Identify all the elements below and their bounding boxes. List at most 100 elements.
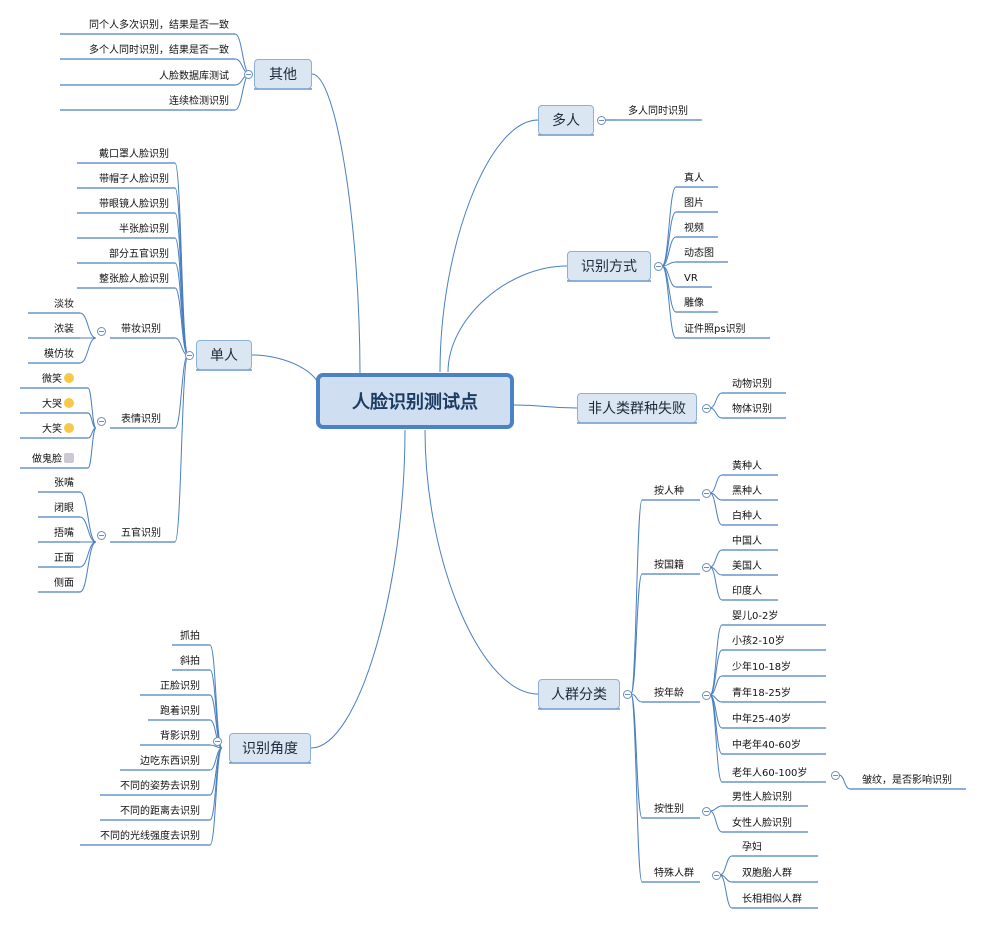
topic-label[interactable]: 黑种人: [732, 485, 762, 499]
topic-label[interactable]: 部分五官识别: [109, 248, 169, 262]
topic-label[interactable]: 正脸识别: [160, 680, 200, 694]
topic-label[interactable]: 连续检测识别: [169, 95, 229, 109]
topic-label[interactable]: 整张脸人脸识别: [99, 273, 169, 287]
category-node[interactable]: 人群分类: [538, 679, 620, 709]
topic-label[interactable]: 捂嘴: [54, 527, 74, 541]
topic-label[interactable]: 物体识别: [732, 403, 772, 417]
topic-label[interactable]: 女性人脸识别: [732, 817, 792, 831]
topic-label[interactable]: 带眼镜人脸识别: [99, 198, 169, 212]
topic-label[interactable]: 多人同时识别: [628, 105, 688, 119]
topic-label[interactable]: 特殊人群: [654, 867, 694, 881]
topic-label[interactable]: 真人: [684, 172, 704, 186]
collapse-toggle-icon[interactable]: [701, 690, 711, 700]
topic-label[interactable]: 表情识别: [121, 413, 161, 427]
category-node[interactable]: 识别角度: [229, 733, 311, 763]
topic-text: 不同的姿势去识别: [120, 781, 200, 792]
category-node[interactable]: 其他: [254, 59, 312, 89]
topic-label[interactable]: 不同的姿势去识别: [120, 780, 200, 794]
topic-label[interactable]: 闭眼: [54, 502, 74, 516]
topic-label[interactable]: 孕妇: [742, 841, 762, 855]
topic-label[interactable]: 侧面: [54, 577, 74, 591]
category-node[interactable]: 识别方式: [567, 251, 651, 281]
topic-label[interactable]: 中老年40-60岁: [732, 739, 801, 753]
topic-label[interactable]: 美国人: [732, 560, 762, 574]
topic-label[interactable]: 戴口罩人脸识别: [99, 148, 169, 162]
topic-label[interactable]: 同个人多次识别，结果是否一致: [89, 19, 229, 33]
collapse-toggle-icon[interactable]: [622, 689, 632, 699]
collapse-toggle-icon[interactable]: [243, 69, 253, 79]
topic-label[interactable]: 抓拍: [180, 630, 200, 644]
topic-label[interactable]: 按性别: [654, 803, 684, 817]
topic-label[interactable]: 浓装: [54, 323, 74, 337]
collapse-toggle-icon[interactable]: [184, 350, 194, 360]
topic-label[interactable]: 五官识别: [121, 527, 161, 541]
topic-label[interactable]: 多个人同时识别，结果是否一致: [89, 44, 229, 58]
topic-label[interactable]: 按人种: [654, 485, 684, 499]
topic-label[interactable]: 老年人60-100岁: [732, 767, 807, 781]
topic-label[interactable]: 印度人: [732, 585, 762, 599]
collapse-toggle-icon[interactable]: [701, 562, 711, 572]
topic-label[interactable]: 皱纹，是否影响识别: [862, 774, 952, 788]
collapse-toggle-icon[interactable]: [830, 770, 840, 780]
root-topic[interactable]: 人脸识别测试点: [316, 373, 514, 429]
topic-label[interactable]: 大笑: [42, 423, 74, 437]
topic-label[interactable]: 斜拍: [180, 655, 200, 669]
collapse-toggle-icon[interactable]: [96, 326, 106, 336]
collapse-toggle-icon[interactable]: [701, 806, 711, 816]
collapse-toggle-icon[interactable]: [653, 261, 663, 271]
topic-label[interactable]: 图片: [684, 197, 704, 211]
topic-label[interactable]: 跑着识别: [160, 705, 200, 719]
category-node[interactable]: 单人: [196, 340, 252, 370]
topic-label[interactable]: 不同的距离去识别: [120, 805, 200, 819]
connector: [234, 33, 251, 75]
topic-label[interactable]: 男性人脸识别: [732, 791, 792, 805]
topic-label[interactable]: 证件照ps识别: [684, 323, 746, 337]
topic-label[interactable]: 人脸数据库测试: [159, 70, 229, 84]
topic-label[interactable]: 青年18-25岁: [732, 687, 791, 701]
collapse-toggle-icon[interactable]: [701, 488, 711, 498]
collapse-toggle-icon[interactable]: [701, 403, 711, 413]
topic-label[interactable]: 不同的光线强度去识别: [100, 830, 200, 844]
topic-label[interactable]: 大哭: [42, 398, 74, 412]
connector: [630, 573, 643, 695]
collapse-toggle-icon[interactable]: [212, 736, 222, 746]
topic-label[interactable]: 白种人: [732, 510, 762, 524]
topic-label[interactable]: 模仿妆: [44, 348, 74, 362]
topic-label[interactable]: 黄种人: [732, 460, 762, 474]
topic-label[interactable]: 双胞胎人群: [742, 867, 792, 881]
collapse-toggle-icon[interactable]: [96, 530, 106, 540]
topic-label[interactable]: 做鬼脸: [32, 453, 74, 467]
connector: [630, 499, 643, 695]
topic-label[interactable]: 少年10-18岁: [732, 661, 791, 675]
topic-label[interactable]: 雕像: [684, 297, 704, 311]
topic-text: 黑种人: [732, 486, 762, 497]
topic-label[interactable]: 正面: [54, 552, 74, 566]
collapse-toggle-icon[interactable]: [711, 870, 721, 880]
topic-label[interactable]: VR: [684, 272, 698, 286]
topic-label[interactable]: 视频: [684, 222, 704, 236]
topic-label[interactable]: 边吃东西识别: [140, 755, 200, 769]
connector: [661, 236, 677, 267]
topic-label[interactable]: 动态图: [684, 247, 714, 261]
topic-label[interactable]: 背影识别: [160, 730, 200, 744]
topic-label[interactable]: 带妆识别: [121, 323, 161, 337]
topic-label[interactable]: 按国籍: [654, 559, 684, 573]
topic-text: 连续检测识别: [169, 96, 229, 107]
topic-label[interactable]: 中年25-40岁: [732, 713, 791, 727]
category-node[interactable]: 多人: [538, 105, 594, 135]
collapse-toggle-icon[interactable]: [596, 115, 606, 125]
topic-text: 印度人: [732, 586, 762, 597]
topic-label[interactable]: 半张脸识别: [119, 223, 169, 237]
topic-label[interactable]: 带帽子人脸识别: [99, 173, 169, 187]
topic-label[interactable]: 淡妆: [54, 298, 74, 312]
topic-label[interactable]: 张嘴: [54, 477, 74, 491]
category-node[interactable]: 非人类群种失败: [577, 393, 697, 423]
topic-label[interactable]: 中国人: [732, 535, 762, 549]
collapse-toggle-icon[interactable]: [96, 416, 106, 426]
topic-label[interactable]: 动物识别: [732, 378, 772, 392]
topic-label[interactable]: 小孩2-10岁: [732, 635, 785, 649]
topic-label[interactable]: 按年龄: [654, 687, 684, 701]
topic-label[interactable]: 微笑: [42, 373, 74, 387]
topic-label[interactable]: 婴儿0-2岁: [732, 610, 778, 624]
topic-label[interactable]: 长相相似人群: [742, 893, 802, 907]
